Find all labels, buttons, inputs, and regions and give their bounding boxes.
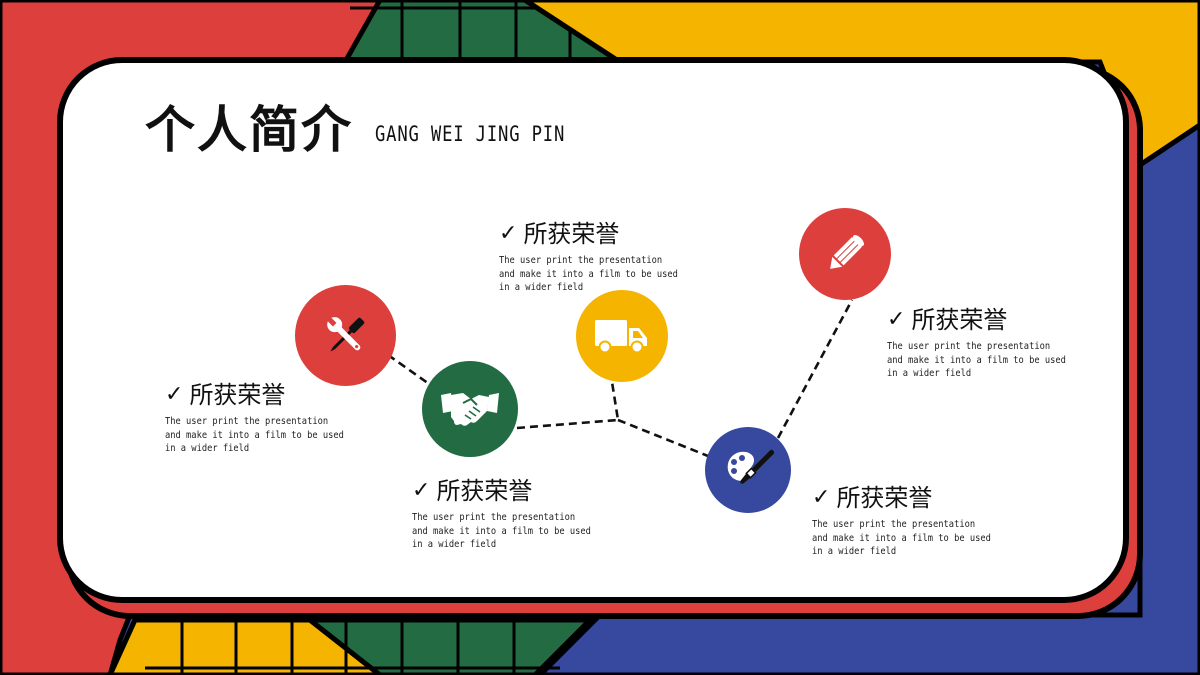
honor-desc: The user print the presentation and make… [812,519,991,557]
check-icon: ✓ [887,307,906,332]
check-icon: ✓ [412,478,431,503]
pencil-icon [830,235,864,269]
honor-desc: The user print the presentation and make… [412,512,591,550]
handshake-icon [441,393,499,426]
check-icon: ✓ [812,485,831,510]
honor-desc: The user print the presentation and make… [887,341,1066,379]
honor-item-3: ✓ 所获荣誉 The user print the presentation a… [499,220,739,295]
honor-desc: The user print the presentation and make… [499,255,678,293]
honor-title: 所获荣誉 [189,381,286,409]
page-subtitle: GANG WEI JING PIN [375,122,566,146]
handshake-node [422,361,518,457]
honor-title: 所获荣誉 [911,306,1008,334]
truck-icon [595,320,647,354]
honor-item-5: ✓ 所获荣誉 The user print the presentation a… [887,306,1127,381]
honor-title: 所获荣誉 [836,484,933,512]
honor-item-1: ✓ 所获荣誉 The user print the presentation a… [165,381,405,456]
honor-item-4: ✓ 所获荣誉 The user print the presentation a… [812,484,1052,559]
palette-icon [727,449,774,484]
honor-desc: The user print the presentation and make… [165,416,344,454]
tools-node [295,285,396,386]
honor-title: 所获荣誉 [436,477,533,505]
check-icon: ✓ [165,382,184,407]
truck-node [576,290,668,382]
check-icon: ✓ [499,221,518,246]
page-title: 个人简介 [145,101,353,159]
pencil-node [799,208,891,300]
honor-item-2: ✓ 所获荣誉 The user print the presentation a… [412,477,652,552]
honor-title: 所获荣誉 [523,220,620,248]
palette-node [705,427,791,513]
tools-icon [326,316,364,352]
